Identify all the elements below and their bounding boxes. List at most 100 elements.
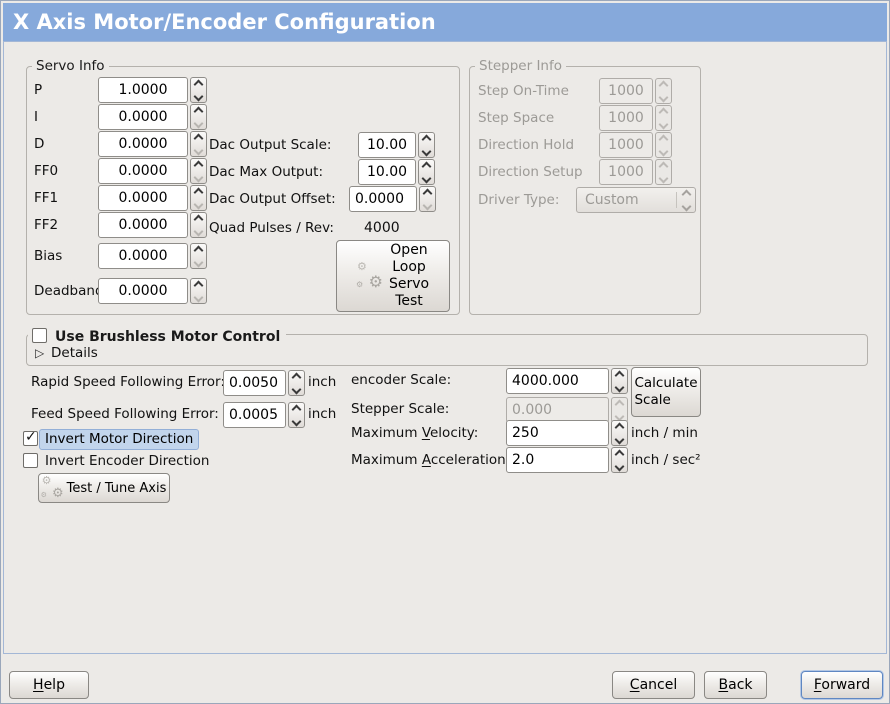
spin-up-icon[interactable] (291, 404, 302, 414)
spin-down-icon[interactable] (193, 226, 204, 236)
ff2-spinbox: 0.0000 (98, 212, 207, 238)
bias-input[interactable]: 0.0000 (98, 243, 188, 269)
calculate-scale-button[interactable]: Calculate Scale (631, 367, 701, 417)
invert-motor-direction-checkbox[interactable] (23, 429, 38, 446)
i-label: I (34, 109, 38, 125)
back-button[interactable]: Back (704, 671, 767, 699)
ff2-spin-buttons (190, 212, 207, 238)
p-input[interactable]: 1.0000 (98, 77, 188, 103)
spin-down-icon[interactable] (422, 200, 433, 210)
spin-up-icon[interactable] (421, 161, 432, 171)
dac-output-offset-label: Dac Output Offset: (209, 191, 336, 207)
dac-output-offset-input[interactable]: 0.0000 (349, 186, 417, 212)
rapid-following-error-input[interactable]: 0.0050 (223, 370, 286, 396)
details-expander-label[interactable]: Details (51, 345, 98, 361)
spin-up-icon[interactable] (193, 106, 204, 116)
dac-output-scale-spin-buttons (418, 132, 435, 158)
spin-up-icon[interactable] (193, 160, 204, 170)
spin-down-icon[interactable] (614, 461, 625, 471)
spin-down-icon[interactable] (193, 172, 204, 182)
invert-encoder-direction-checkbox[interactable] (23, 453, 38, 468)
spin-up-icon[interactable] (193, 79, 204, 89)
dac-output-offset-spinbox: 0.0000 (349, 186, 436, 212)
expander-arrow-icon[interactable]: ▷ (35, 346, 45, 360)
ff1-input[interactable]: 0.0000 (98, 185, 188, 211)
p-label: P (34, 82, 43, 98)
spin-up-icon (658, 80, 669, 90)
spin-up-icon[interactable] (193, 245, 204, 255)
open-loop-servo-test-button[interactable]: ⚙⚙⚙ Open Loop Servo Test (336, 240, 450, 312)
spin-down-icon[interactable] (421, 146, 432, 156)
help-button[interactable]: Help (9, 671, 89, 699)
use-brushless-checkbox[interactable] (32, 328, 47, 343)
cancel-button[interactable]: Cancel (612, 671, 695, 699)
feed-following-error-input[interactable]: 0.0005 (223, 402, 286, 428)
deadband-input[interactable]: 0.0000 (98, 278, 188, 304)
direction-hold-input: 1000 (599, 132, 653, 158)
rapid-spin-buttons (288, 370, 305, 396)
spin-down-icon[interactable] (193, 199, 204, 209)
spin-up-icon[interactable] (614, 449, 625, 459)
spin-down-icon[interactable] (291, 416, 302, 426)
spin-down-icon[interactable] (421, 173, 432, 183)
direction-setup-input: 1000 (599, 159, 653, 185)
spin-down-icon (658, 173, 669, 183)
step-space-input: 1000 (599, 105, 653, 131)
spin-up-icon[interactable] (614, 370, 625, 380)
spin-down-icon[interactable] (193, 118, 204, 128)
test-tune-axis-button[interactable]: ⚙⚙⚙ Test / Tune Axis (38, 473, 170, 503)
max-velocity-spin-buttons (611, 420, 628, 446)
content-panel: Servo Info P 1.0000 I 0.0000 D 0.0000 FF… (3, 41, 887, 654)
spin-up-icon[interactable] (614, 422, 625, 432)
use-brushless-label[interactable]: Use Brushless Motor Control (55, 329, 281, 345)
dac-output-scale-input[interactable]: 10.00 (358, 132, 416, 158)
spin-up-icon[interactable] (421, 134, 432, 144)
spin-down-icon[interactable] (614, 382, 625, 392)
step-on-time-spinbox: 1000 (599, 78, 672, 104)
direction-setup-label: Direction Setup (478, 164, 583, 180)
forward-button[interactable]: Forward (801, 671, 883, 699)
spin-up-icon[interactable] (193, 280, 204, 290)
max-velocity-input[interactable]: 250 (506, 420, 609, 446)
encoder-scale-input[interactable]: 4000.000 (506, 368, 609, 394)
dac-output-offset-spin-buttons (419, 186, 436, 212)
direction-hold-spinbox: 1000 (599, 132, 672, 158)
spin-down-icon[interactable] (193, 91, 204, 101)
invert-encoder-direction-label[interactable]: Invert Encoder Direction (45, 453, 210, 469)
step-on-time-input: 1000 (599, 78, 653, 104)
spin-up-icon[interactable] (422, 188, 433, 198)
encoder-scale-spin-buttons (611, 368, 628, 394)
feed-following-error-label: Feed Speed Following Error: (31, 406, 219, 422)
spin-up-icon[interactable] (193, 214, 204, 224)
spin-down-icon[interactable] (193, 145, 204, 155)
spin-up-icon (614, 399, 625, 409)
max-acceleration-spinbox: 2.0 (506, 447, 628, 473)
ff2-label: FF2 (34, 217, 59, 233)
spin-down-icon[interactable] (193, 292, 204, 302)
spin-down-icon[interactable] (291, 384, 302, 394)
deadband-spinbox: 0.0000 (98, 278, 207, 304)
ff0-input[interactable]: 0.0000 (98, 158, 188, 184)
spin-up-icon[interactable] (193, 133, 204, 143)
ff2-input[interactable]: 0.0000 (98, 212, 188, 238)
step-on-time-label: Step On-Time (478, 83, 569, 99)
direction-setup-spin-buttons (655, 159, 672, 185)
driver-type-label: Driver Type: (478, 192, 560, 208)
driver-type-combobox: Custom (576, 187, 696, 213)
max-velocity-spinbox: 250 (506, 420, 628, 446)
spin-up-icon[interactable] (291, 372, 302, 382)
spin-up-icon (658, 161, 669, 171)
i-input[interactable]: 0.0000 (98, 104, 188, 130)
dac-max-output-input[interactable]: 10.00 (358, 159, 416, 185)
invert-motor-direction-label[interactable]: Invert Motor Direction (39, 429, 200, 450)
spin-down-icon[interactable] (193, 257, 204, 267)
max-acceleration-input[interactable]: 2.0 (506, 447, 609, 473)
bias-spin-buttons (190, 243, 207, 269)
spin-down-icon[interactable] (614, 434, 625, 444)
servo-info-group (26, 66, 460, 315)
d-input[interactable]: 0.0000 (98, 131, 188, 157)
ff1-spinbox: 0.0000 (98, 185, 207, 211)
forward-button-label: Forward (813, 677, 871, 693)
spin-up-icon[interactable] (193, 187, 204, 197)
